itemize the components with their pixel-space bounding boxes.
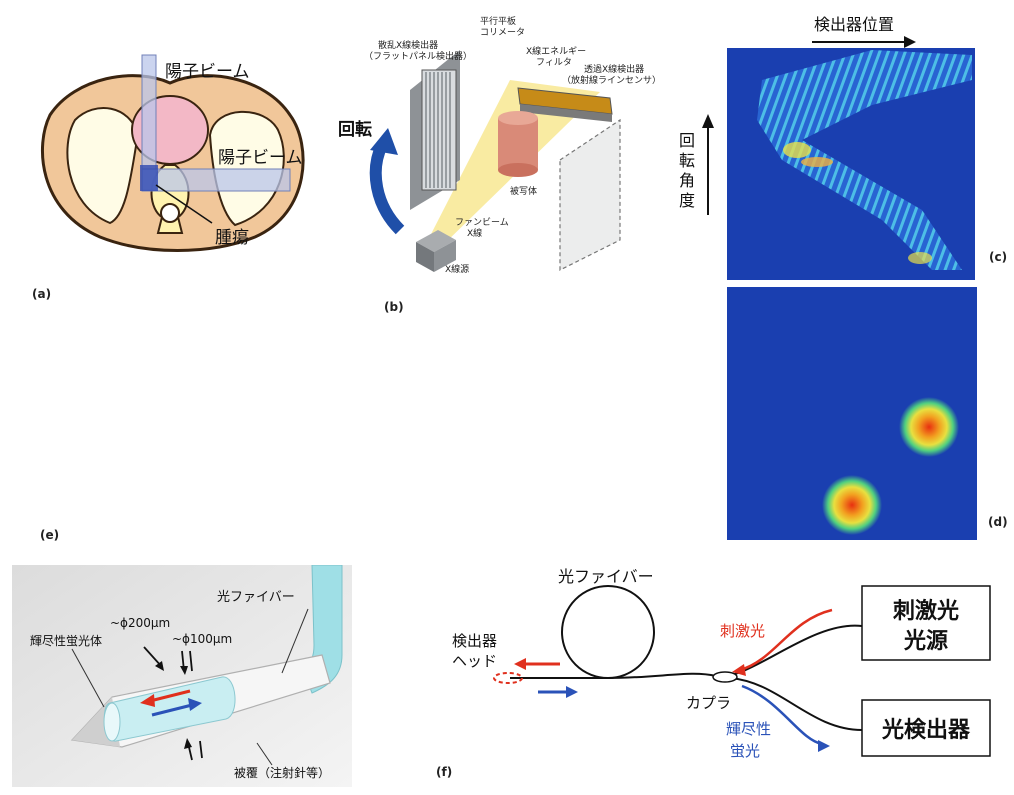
- dia200-label: ~ϕ200μm: [110, 616, 170, 630]
- tumor-target: [140, 165, 158, 191]
- psl-label-2: 蛍光: [730, 742, 760, 760]
- reconstructed-image: [727, 287, 977, 540]
- detector-head-label-1: 検出器: [452, 632, 497, 650]
- xray-source: [416, 230, 456, 272]
- coupler: [712, 671, 738, 683]
- xray-source-label: X線源: [445, 263, 469, 275]
- fiber-coil: [561, 585, 655, 679]
- label-e: (e): [40, 528, 60, 542]
- flat-panel-detector: [410, 50, 460, 210]
- transmission-detector-label-1: 透過X線検出器: [584, 63, 644, 75]
- proton-beam-horizontal: [141, 168, 291, 192]
- fiber-label-f: 光ファイバー: [558, 567, 654, 586]
- stimulus-source-box: [861, 585, 991, 661]
- psl-arrow: [741, 684, 823, 746]
- detector-head: [493, 672, 523, 684]
- detector-head-label-2: ヘッド: [452, 652, 497, 670]
- label-f: (f): [436, 765, 453, 779]
- rotation-angle-char-1: 回: [679, 131, 695, 150]
- label-c: (c): [989, 250, 1008, 264]
- left-lung: [66, 107, 140, 225]
- scatter-ct-setup: 回転: [338, 15, 661, 275]
- panel-f: 光ファイバー 検出器 ヘッド 刺激光 輝尽性 蛍光 カプラ 刺激光 光源 光検出…: [430, 560, 1014, 791]
- rotation-arrow: [369, 142, 405, 235]
- beam2-label: 陽子ビーム: [218, 148, 303, 168]
- collimator-label-1: 平行平板: [480, 15, 516, 27]
- sinogram-hotspots: [783, 142, 932, 264]
- stimulus-source-label-2: 光源: [903, 629, 948, 654]
- sinogram-trace: [757, 50, 972, 270]
- subject-cylinder: [498, 111, 538, 177]
- scatter-detector-label-1: 散乱X線検出器: [378, 39, 438, 51]
- fiber-system-schematic: 光ファイバー 検出器 ヘッド 刺激光 輝尽性 蛍光 カプラ 刺激光 光源 光検出…: [452, 567, 991, 760]
- stimulus-source-label-1: 刺激光: [893, 598, 959, 624]
- line-sensor: [517, 87, 613, 122]
- phosphor-label: 輝尽性蛍光体: [30, 634, 102, 648]
- rotation-angle-char-4: 度: [679, 191, 695, 210]
- detector-position-label: 検出器位置: [814, 15, 894, 34]
- stimulus-arrow: [739, 608, 833, 672]
- photodetector-box: [861, 699, 991, 757]
- transmission-plane: [559, 118, 621, 271]
- panel-b: 回転: [330, 10, 670, 280]
- hotspot-upper: [899, 397, 959, 457]
- spinal-canal: [160, 203, 180, 223]
- stimulus-light-label: 刺激光: [720, 622, 765, 640]
- patient-cross-section: 陽子ビーム 陽子ビーム 腫瘍: [40, 54, 305, 252]
- psl-label-1: 輝尽性: [726, 720, 771, 738]
- transmission-detector-label-2: （放射線ラインセンサ）: [562, 74, 661, 86]
- tumor-label: 腫瘍: [215, 228, 249, 248]
- filter-label-2: フィルタ: [536, 57, 572, 68]
- coating-label: 被覆（注射針等）: [234, 765, 330, 780]
- beam1-label: 陽子ビーム: [165, 62, 250, 82]
- fiber-probe-illustration: 光ファイバー ~ϕ200μm ~ϕ100μm 輝尽性蛍光体 被覆（注射針等）: [12, 564, 352, 787]
- coupler-label: カプラ: [686, 694, 731, 712]
- collimator-label-2: コリメータ: [480, 27, 525, 38]
- label-d: (d): [988, 515, 1008, 529]
- panel-d: [727, 287, 977, 540]
- scatter-detector-label-2: （フラットパネル検出器）: [364, 50, 472, 62]
- rotation-angle-char-3: 角: [679, 171, 695, 190]
- panel-c: 検出器位置 回 転 角 度: [672, 10, 1014, 280]
- panel-e: 光ファイバー ~ϕ200μm ~ϕ100μm 輝尽性蛍光体 被覆（注射針等）: [12, 564, 352, 787]
- rotation-label: 回転: [338, 119, 372, 140]
- fan-beam-label-1: ファンビーム: [455, 217, 509, 228]
- subject-label: 被写体: [510, 185, 537, 197]
- hotspot-lower: [822, 475, 882, 535]
- fiber-label-e: 光ファイバー: [217, 590, 295, 605]
- label-a: (a): [32, 287, 52, 301]
- rotation-angle-char-2: 転: [679, 151, 695, 170]
- panel-a: 陽子ビーム 陽子ビーム 腫瘍: [20, 45, 320, 280]
- fan-beam-label-2: X線: [467, 227, 482, 239]
- sinogram: 検出器位置 回 転 角 度: [679, 15, 975, 280]
- label-b: (b): [384, 300, 404, 314]
- dia100-label: ~ϕ100μm: [172, 632, 232, 646]
- photodetector-label: 光検出器: [881, 718, 971, 743]
- filter-label-1: X線エネルギー: [526, 45, 586, 57]
